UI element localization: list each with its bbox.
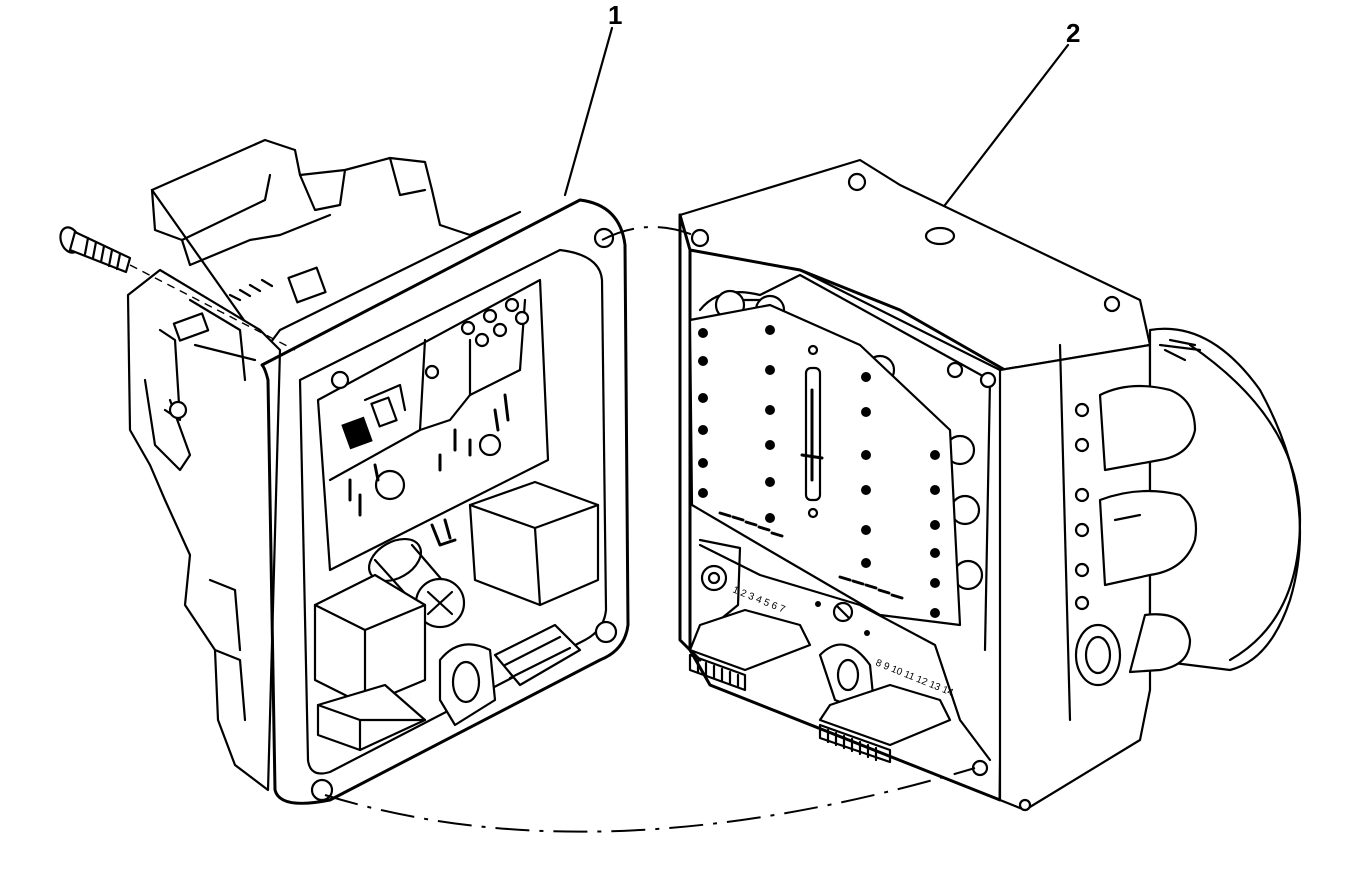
leader-line-1: [563, 26, 614, 197]
alignment-line-bottom: [324, 767, 976, 833]
callout-1: 1: [608, 0, 622, 30]
pin-column-left: [698, 328, 708, 498]
mounting-screw: [59, 226, 296, 351]
control-module: [126, 138, 630, 805]
leader-line-2: [943, 43, 1070, 207]
pin-column-middle: [765, 325, 775, 523]
pin-column-right: [861, 372, 871, 568]
hydraulic-modulator: 1 2 3 4 5 6 7 8 9 10 11 12 13 14: [678, 158, 1302, 812]
pin-column-far-right: [930, 450, 940, 618]
alignment-line-top: [601, 226, 701, 241]
callout-2: 2: [1066, 18, 1080, 48]
